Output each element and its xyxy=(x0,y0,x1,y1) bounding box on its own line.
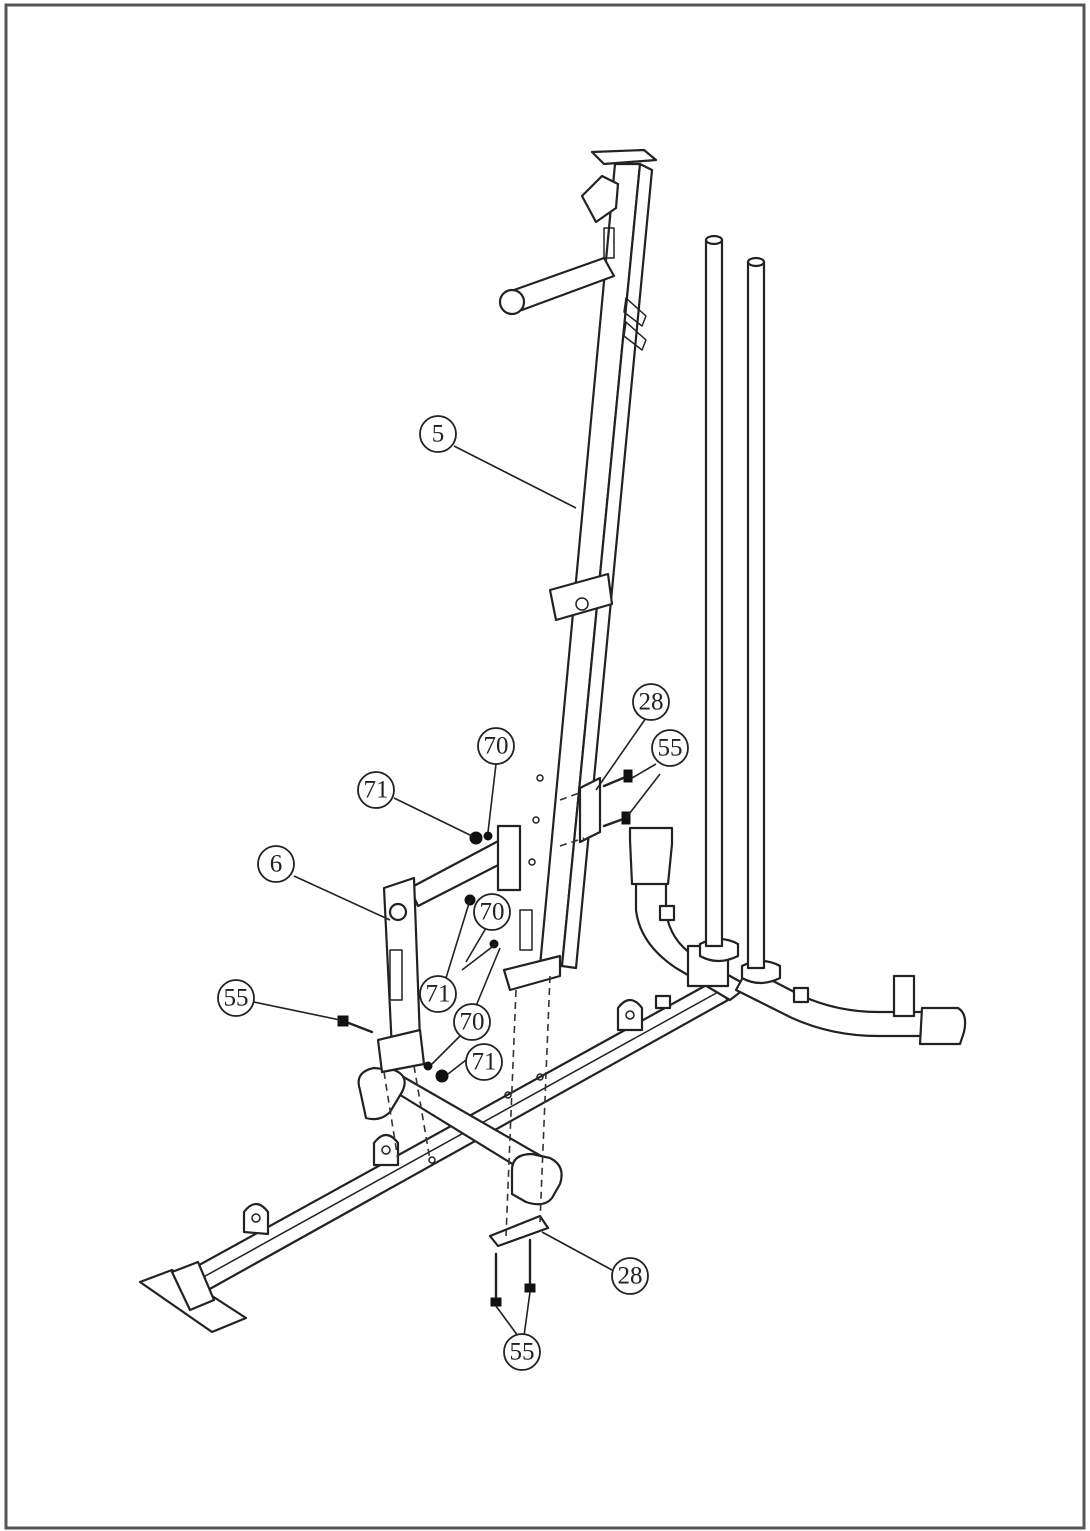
front-end-cap xyxy=(170,1260,216,1312)
main-upright xyxy=(498,148,658,992)
callout-71-low-label: 71 xyxy=(472,1049,497,1076)
upright-base-plate xyxy=(502,954,562,992)
base-block xyxy=(654,994,672,1010)
callout-55-left: 55 xyxy=(217,979,255,1017)
callout-71-top-label: 71 xyxy=(364,777,389,804)
callout-55-bottom-label: 55 xyxy=(510,1339,535,1366)
part6-mount-plate xyxy=(496,824,522,892)
callout-70-mid-label: 70 xyxy=(480,899,505,926)
washer-70-mid xyxy=(489,939,499,949)
mid-clamp xyxy=(548,572,614,622)
curved-tube-left xyxy=(634,868,750,1002)
callout-70-low: 70 xyxy=(453,1003,491,1041)
callout-71-top: 71 xyxy=(357,771,395,809)
rear-pad xyxy=(357,1066,406,1121)
callout-6-label: 6 xyxy=(270,851,283,878)
right-end-cap xyxy=(918,1006,967,1046)
callout-55-bottom: 55 xyxy=(503,1333,541,1371)
part6-knob xyxy=(388,902,408,922)
callout-55-top: 55 xyxy=(651,729,689,767)
nut-71-top xyxy=(469,831,483,845)
weight-post-left xyxy=(704,238,724,948)
part-6-frame xyxy=(376,824,522,1074)
part6-foot-bracket xyxy=(376,1028,426,1074)
upright-tube-side xyxy=(560,162,654,970)
part28-plate-bottom xyxy=(488,1214,550,1248)
upper-arm xyxy=(512,256,616,312)
washer-70-low xyxy=(423,1061,433,1071)
callout-70-low-label: 70 xyxy=(460,1009,485,1036)
callout-5: 5 xyxy=(419,415,457,453)
washer-70-top xyxy=(483,831,493,841)
callout-28-top-label: 28 xyxy=(639,689,664,716)
part28-plate-top xyxy=(578,776,602,844)
callout-71-mid-label: 71 xyxy=(426,981,451,1008)
arm-end-cap xyxy=(498,288,526,316)
base-frame xyxy=(138,980,730,1334)
curve-tab xyxy=(792,986,810,1004)
callout-70-top: 70 xyxy=(477,727,515,765)
callout-71-low: 71 xyxy=(465,1043,503,1081)
callout-70-top-label: 70 xyxy=(484,733,509,760)
pulley-bracket-2 xyxy=(623,321,647,351)
callout-6: 6 xyxy=(257,845,295,883)
alignment-lines xyxy=(383,791,585,1237)
weight-posts xyxy=(704,234,766,970)
callout-55-top-label: 55 xyxy=(658,735,683,762)
front-pad xyxy=(510,1152,563,1206)
callout-5-label: 5 xyxy=(432,421,445,448)
top-plate xyxy=(590,148,658,166)
pulley-bracket-1 xyxy=(623,297,647,327)
bolt-55-bottom-2 xyxy=(524,1283,536,1293)
callout-28-top: 28 xyxy=(632,683,670,721)
nut-71-low xyxy=(435,1069,449,1083)
callout-28-bottom-label: 28 xyxy=(618,1263,643,1290)
right-upright-stub xyxy=(892,974,916,1018)
base-tab-3 xyxy=(616,998,644,1032)
leader-lines xyxy=(253,445,661,1337)
bolt-55-bottom-1 xyxy=(490,1297,502,1307)
bolt-55-left xyxy=(337,1015,349,1027)
bolt-55-top-1 xyxy=(623,769,633,783)
top-bracket xyxy=(580,174,620,224)
rear-bracket-top xyxy=(628,826,674,886)
base-tab-1 xyxy=(242,1202,270,1236)
callout-71-mid: 71 xyxy=(419,975,457,1013)
base-tab-2 xyxy=(372,1133,400,1167)
weight-post-right xyxy=(746,260,766,970)
curve-tab-2 xyxy=(658,904,676,922)
callout-55-left-label: 55 xyxy=(224,985,249,1012)
page-border xyxy=(4,3,1086,1530)
callout-28-bottom: 28 xyxy=(611,1257,649,1295)
callout-70-mid: 70 xyxy=(473,893,511,931)
